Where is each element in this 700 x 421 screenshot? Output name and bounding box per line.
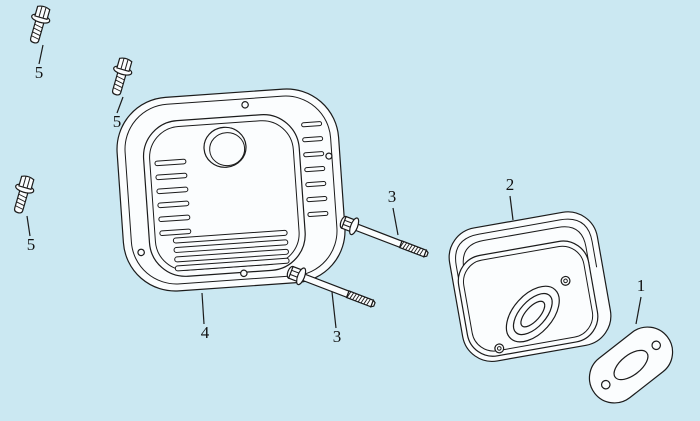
muffler-body bbox=[448, 211, 612, 362]
part-label-2: 2 bbox=[506, 175, 515, 194]
leader-line-muffler-body bbox=[509, 195, 514, 221]
cover-louvers-bottom bbox=[172, 229, 290, 272]
cover-rim-line bbox=[124, 95, 338, 285]
cover-louvers-left bbox=[154, 158, 192, 237]
leader-line-long-bolt-upper bbox=[392, 207, 399, 236]
cover-round-hole bbox=[203, 126, 247, 168]
muffler-cover bbox=[116, 88, 346, 292]
gasket-bolt-hole-right bbox=[651, 340, 662, 351]
muffler-bolt-holes bbox=[494, 275, 571, 354]
cover-screw-holes bbox=[137, 101, 333, 278]
muffler-exhaust-port bbox=[505, 285, 560, 343]
leader-line-flange-bolt-top bbox=[38, 44, 44, 65]
gasket-bolt-hole-left bbox=[600, 379, 611, 390]
cover-louvers-right bbox=[301, 121, 329, 218]
muffler-face-edge bbox=[462, 245, 594, 352]
muffler-seam-2 bbox=[462, 226, 591, 291]
leader-line-long-bolt-lower bbox=[331, 291, 337, 329]
part-label-5-left: 5 bbox=[27, 235, 36, 254]
part-label-1: 1 bbox=[637, 276, 646, 295]
part-label-3-lower: 3 bbox=[333, 327, 342, 346]
exhaust-gasket bbox=[588, 326, 674, 404]
leader-line-gasket bbox=[635, 296, 642, 325]
leader-line-flange-bolt-mid bbox=[116, 96, 124, 114]
leader-line-cover bbox=[201, 292, 205, 325]
part-label-5-top: 5 bbox=[35, 63, 44, 82]
part-label-4: 4 bbox=[201, 323, 210, 342]
gasket-port-hole bbox=[613, 349, 649, 381]
muffler-seam-1 bbox=[455, 218, 598, 292]
part-label-5-mid: 5 bbox=[113, 112, 122, 131]
leader-line-flange-bolt-left bbox=[26, 215, 31, 237]
part-label-3-upper: 3 bbox=[388, 187, 397, 206]
